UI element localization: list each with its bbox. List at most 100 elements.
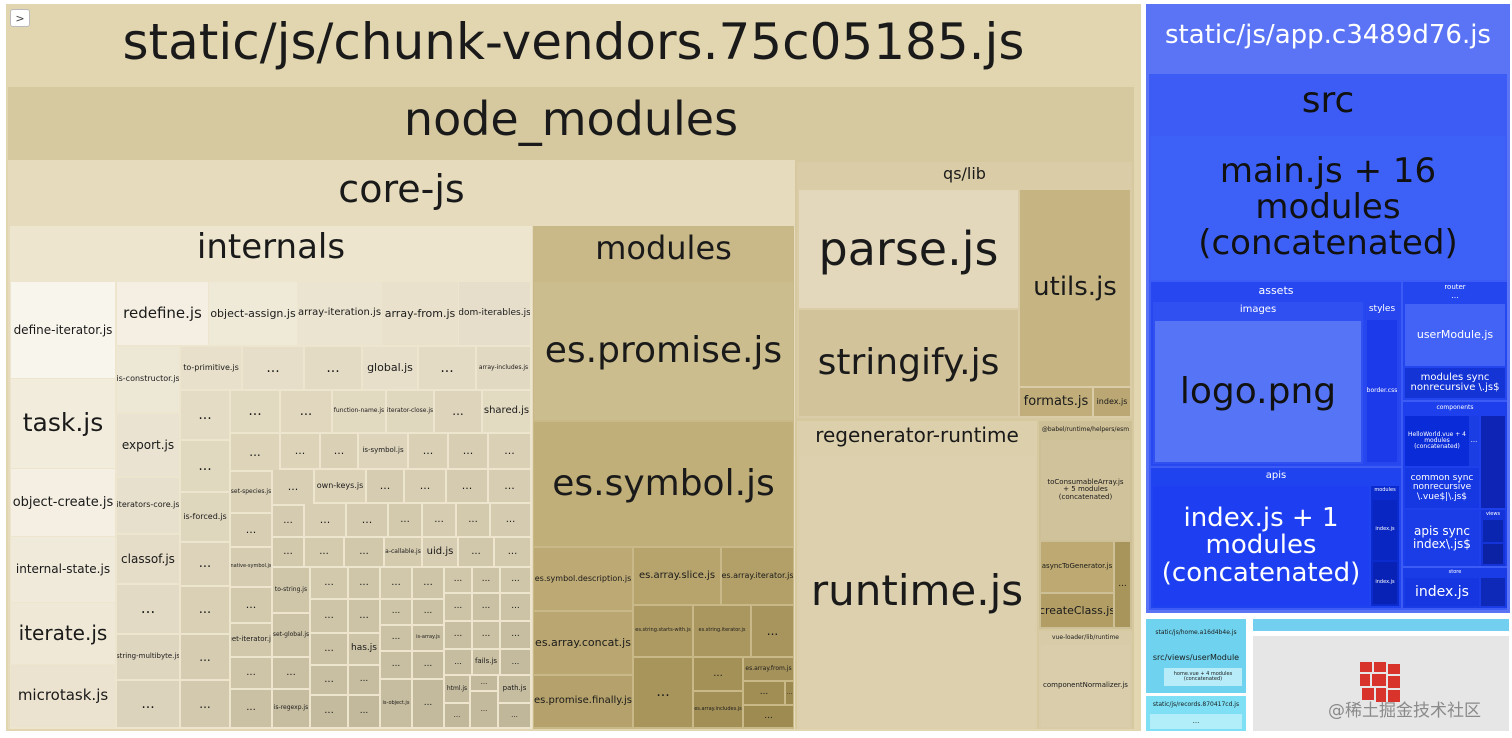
es-array-from-module[interactable]: es.array.from.js: [744, 658, 793, 680]
modules-sync-module[interactable]: modules sync nonrecursive \.js$: [1405, 368, 1505, 398]
qs-index-module[interactable]: index.js: [1094, 388, 1130, 416]
uid-module[interactable]: uid.js: [423, 538, 457, 566]
shared-module[interactable]: shared.js: [483, 391, 530, 432]
path-module[interactable]: path.js: [499, 676, 530, 702]
apis-index-module[interactable]: index.js + 1 modules (concatenated): [1153, 486, 1369, 606]
ellipsis-66[interactable]: ...: [181, 681, 229, 727]
ellipsis-19[interactable]: ...: [489, 470, 530, 502]
ellipsis-33[interactable]: ...: [495, 538, 530, 566]
ellipsis-17[interactable]: ...: [405, 470, 445, 502]
ellipsis-63[interactable]: ...: [445, 650, 471, 674]
define-iterator-module[interactable]: define-iterator.js: [11, 282, 115, 378]
ellipsis-37[interactable]: ...: [311, 568, 347, 598]
redefine-module[interactable]: redefine.js: [117, 282, 208, 345]
export-module[interactable]: export.js: [117, 414, 179, 476]
ellipsis-52[interactable]: ...: [311, 634, 347, 664]
ellipsis-20[interactable]: ...: [231, 514, 271, 546]
ellipsis-24[interactable]: ...: [389, 504, 421, 536]
ellipsis-1[interactable]: ...: [243, 347, 303, 389]
es-promise-module[interactable]: es.promise.js: [534, 282, 793, 420]
iterators-core-module[interactable]: iterators-core.js: [117, 478, 179, 533]
ellipsis-39[interactable]: ...: [381, 568, 411, 598]
ellipsis-32[interactable]: ...: [459, 538, 493, 566]
ellipsis-54[interactable]: ...: [473, 622, 499, 648]
is-regexp-module[interactable]: is-regexp.js: [273, 690, 309, 727]
ellipsis-73[interactable]: ...: [471, 692, 497, 727]
babel-ellipsis[interactable]: ...: [1115, 542, 1130, 627]
dom-iterables-module[interactable]: dom-iterables.js: [459, 282, 530, 345]
ellipsis-53[interactable]: ...: [445, 622, 471, 648]
ellipsis-62[interactable]: ...: [413, 652, 443, 678]
object-assign-module[interactable]: object-assign.js: [209, 282, 297, 345]
ellipsis-28[interactable]: ...: [181, 543, 229, 585]
ellipsis-40[interactable]: ...: [413, 568, 443, 598]
ellipsis-7[interactable]: ...: [435, 391, 481, 432]
classof-module[interactable]: classof.js: [117, 535, 179, 583]
ellipsis-67[interactable]: ...: [231, 690, 271, 727]
views-block-2[interactable]: [1483, 544, 1503, 564]
ellipsis-13[interactable]: ...: [449, 434, 487, 468]
is-forced-module[interactable]: is-forced.js: [181, 493, 229, 541]
runtime-module[interactable]: runtime.js: [799, 456, 1035, 727]
modules-ellipsis-5[interactable]: ...: [786, 682, 793, 704]
ellipsis-21[interactable]: ...: [273, 506, 303, 536]
ellipsis-26[interactable]: ...: [457, 504, 489, 536]
is-array-module[interactable]: is-array.js: [413, 626, 443, 650]
hello-world-module[interactable]: HelloWorld.vue + 4 modules (concatenated…: [1405, 416, 1469, 466]
ellipsis-38[interactable]: ...: [349, 568, 379, 598]
ellipsis-11[interactable]: ...: [321, 434, 357, 468]
is-constructor-module[interactable]: is-constructor.js: [117, 347, 179, 412]
internal-state-module[interactable]: internal-state.js: [11, 537, 115, 602]
ellipsis-48[interactable]: ...: [445, 594, 471, 620]
ellipsis-49[interactable]: ...: [473, 594, 499, 620]
ellipsis-10[interactable]: ...: [281, 434, 319, 468]
components-side-block[interactable]: [1481, 416, 1505, 508]
small-chunk-bar[interactable]: [1253, 619, 1509, 631]
set-species-module[interactable]: set-species.js: [231, 472, 271, 512]
async-to-generator-module[interactable]: asyncToGenerator.js: [1041, 542, 1113, 592]
fails-module[interactable]: fails.js: [473, 650, 499, 674]
iterate-module[interactable]: iterate.js: [11, 603, 115, 664]
microtask-module[interactable]: microtask.js: [11, 665, 115, 727]
ellipsis-2[interactable]: ...: [305, 347, 361, 389]
es-string-iterator-module[interactable]: es.string.iterator.js: [694, 606, 750, 656]
iterator-close-module[interactable]: iterator-close.js: [387, 391, 433, 432]
array-includes-module[interactable]: array-includes.js: [477, 347, 530, 389]
create-class-module[interactable]: createClass.js: [1041, 594, 1113, 627]
html-module[interactable]: html.js: [445, 676, 469, 702]
modules-ellipsis-6[interactable]: ...: [744, 706, 793, 727]
object-create-module[interactable]: object-create.js: [11, 469, 115, 536]
ellipsis-44[interactable]: ...: [311, 600, 347, 632]
modules-ellipsis-1[interactable]: ...: [752, 606, 793, 656]
ellipsis-8[interactable]: ...: [181, 441, 229, 491]
ellipsis-70[interactable]: ...: [413, 680, 443, 727]
ellipsis-22[interactable]: ...: [305, 504, 345, 536]
parse-module[interactable]: parse.js: [799, 190, 1018, 308]
ellipsis-9[interactable]: ...: [231, 434, 279, 470]
ellipsis-31[interactable]: ...: [345, 538, 383, 566]
ellipsis-74[interactable]: ...: [499, 704, 530, 727]
global-module[interactable]: global.js: [363, 347, 417, 389]
ellipsis-65[interactable]: ...: [117, 681, 179, 727]
es-string-starts-with-module[interactable]: es.string.starts-with.js: [634, 606, 692, 656]
views-block-1[interactable]: [1483, 520, 1503, 542]
ellipsis-34[interactable]: ...: [117, 585, 179, 633]
to-primitive-module[interactable]: to-primitive.js: [181, 347, 241, 389]
task-module[interactable]: task.js: [11, 379, 115, 468]
apis-sync-module[interactable]: apis sync index\.js$: [1405, 510, 1479, 566]
ellipsis-45[interactable]: ...: [349, 600, 379, 632]
es-array-iterator-module[interactable]: es.array.iterator.js: [722, 548, 793, 604]
es-array-includes-module[interactable]: es.array.includes.js: [694, 692, 742, 727]
ellipsis-27[interactable]: ...: [491, 504, 530, 536]
has-module[interactable]: has.js: [349, 634, 379, 664]
to-consumable-array-module[interactable]: toConsumableArray.js + 5 modules (concat…: [1041, 440, 1130, 540]
es-array-slice-module[interactable]: es.array.slice.js: [634, 548, 720, 604]
ellipsis-29[interactable]: ...: [273, 538, 303, 566]
records-inner[interactable]: ...: [1150, 714, 1242, 729]
set-global-module[interactable]: set-global.js: [273, 614, 309, 656]
apis-modules-index-1[interactable]: index.js: [1373, 500, 1397, 560]
string-multibyte-module[interactable]: string-multibyte.js: [117, 635, 179, 679]
modules-ellipsis-4[interactable]: ...: [744, 682, 784, 704]
utils-module[interactable]: utils.js: [1020, 190, 1130, 386]
apis-modules-index-2[interactable]: index.js: [1373, 562, 1397, 604]
